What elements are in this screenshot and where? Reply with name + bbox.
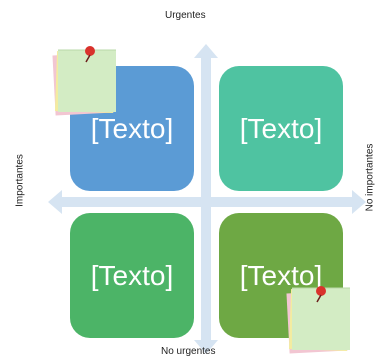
vertical-axis-arrow <box>194 44 218 354</box>
axis-label-important: Importantes <box>14 154 26 207</box>
axis-label-not-urgent: No urgentes <box>161 346 216 357</box>
axis-label-urgent: Urgentes <box>165 10 206 21</box>
sticky-note-icon <box>284 284 354 361</box>
pushpin-icon <box>85 46 95 56</box>
pushpin-icon <box>316 286 326 296</box>
quadrant-top-right: [Texto] <box>219 66 343 191</box>
sticky-note-icon <box>50 46 120 123</box>
quadrant-bottom-left: [Texto] <box>70 213 194 338</box>
axis-label-not-important: No importantes <box>364 143 375 212</box>
